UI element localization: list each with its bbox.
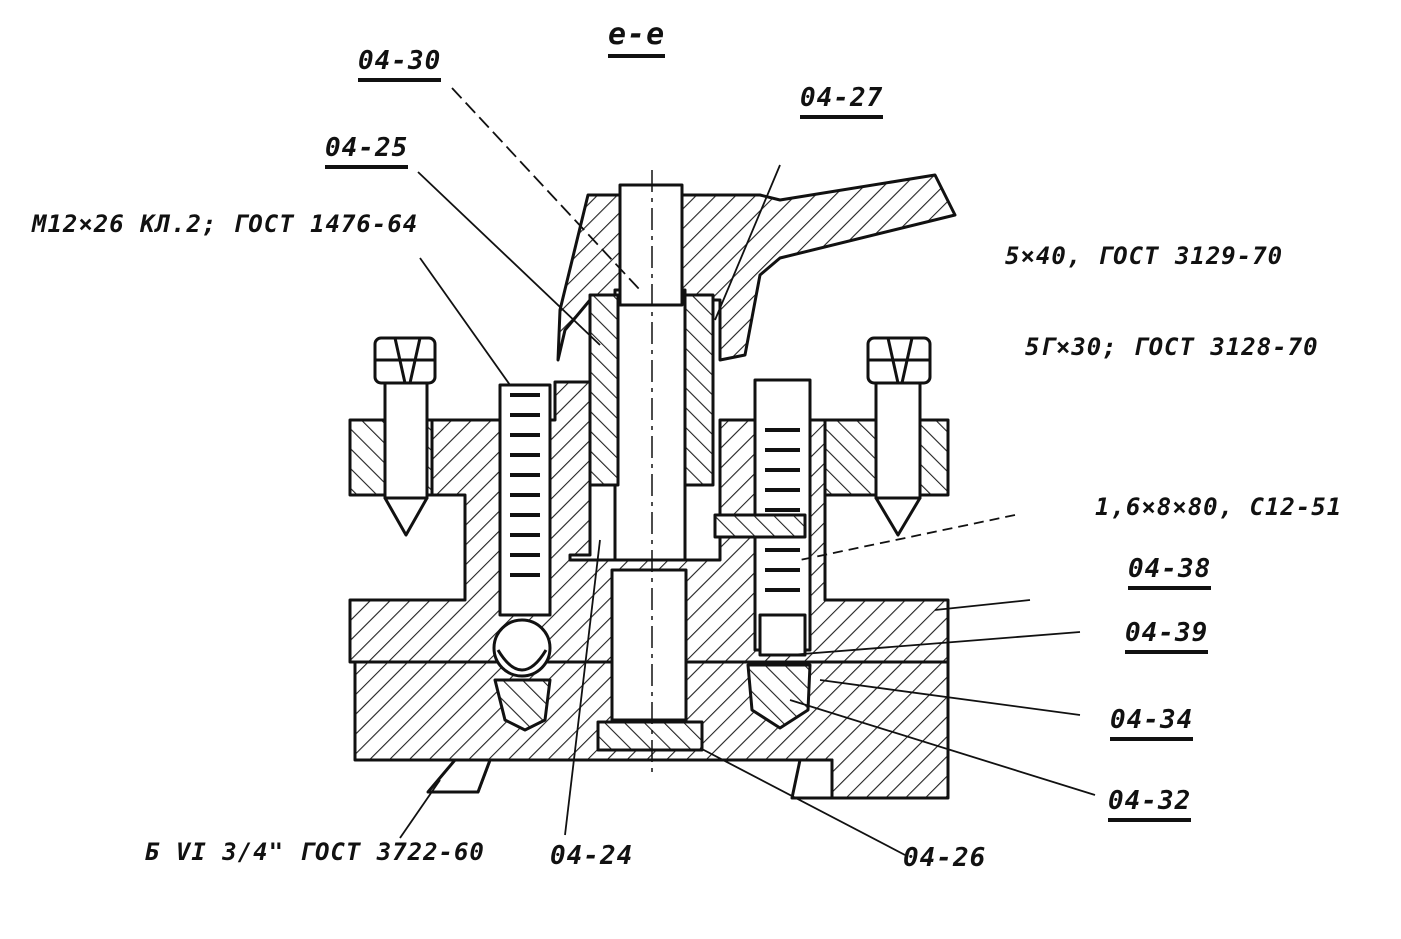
spec-ball: Б VI 3/4" ГОСТ 3722-60 (145, 838, 485, 866)
spec-pin-2: 5Г×30; ГОСТ 3128-70 (1025, 333, 1319, 361)
spec-pin-1: 5×40, ГОСТ 3129-70 (1005, 242, 1284, 270)
key (713, 513, 807, 539)
right-plug (746, 663, 812, 730)
bushing-right (683, 293, 715, 487)
callout-04-26: 04-26 (903, 843, 987, 873)
plunger (758, 613, 807, 657)
detent-ball (492, 618, 552, 678)
section-title: e-e (608, 20, 666, 58)
callout-04-27: 04-27 (800, 85, 884, 119)
dovetail-slot (426, 758, 492, 794)
central-shaft (613, 288, 687, 562)
leader-lines (399, 87, 1096, 856)
shaft-washer (596, 720, 704, 752)
callout-04-25: 04-25 (325, 135, 409, 169)
spec-bolt: M12×26 КЛ.2; ГОСТ 1476-64 (32, 210, 419, 238)
bushing-left (588, 293, 620, 487)
callout-04-39: 04-39 (1125, 620, 1209, 654)
left-plug (493, 678, 552, 732)
callout-04-30: 04-30 (358, 48, 442, 82)
left-spring-bore (498, 383, 552, 617)
callout-04-24: 04-24 (550, 841, 634, 871)
callout-04-34: 04-34 (1110, 707, 1194, 741)
spec-spring: 1,6×8×80, С12-51 (1095, 493, 1343, 521)
right-clamp-screw (866, 336, 932, 537)
callout-04-32: 04-32 (1108, 788, 1192, 822)
left-clamp-screw (373, 336, 437, 537)
callout-04-38: 04-38 (1128, 556, 1212, 590)
